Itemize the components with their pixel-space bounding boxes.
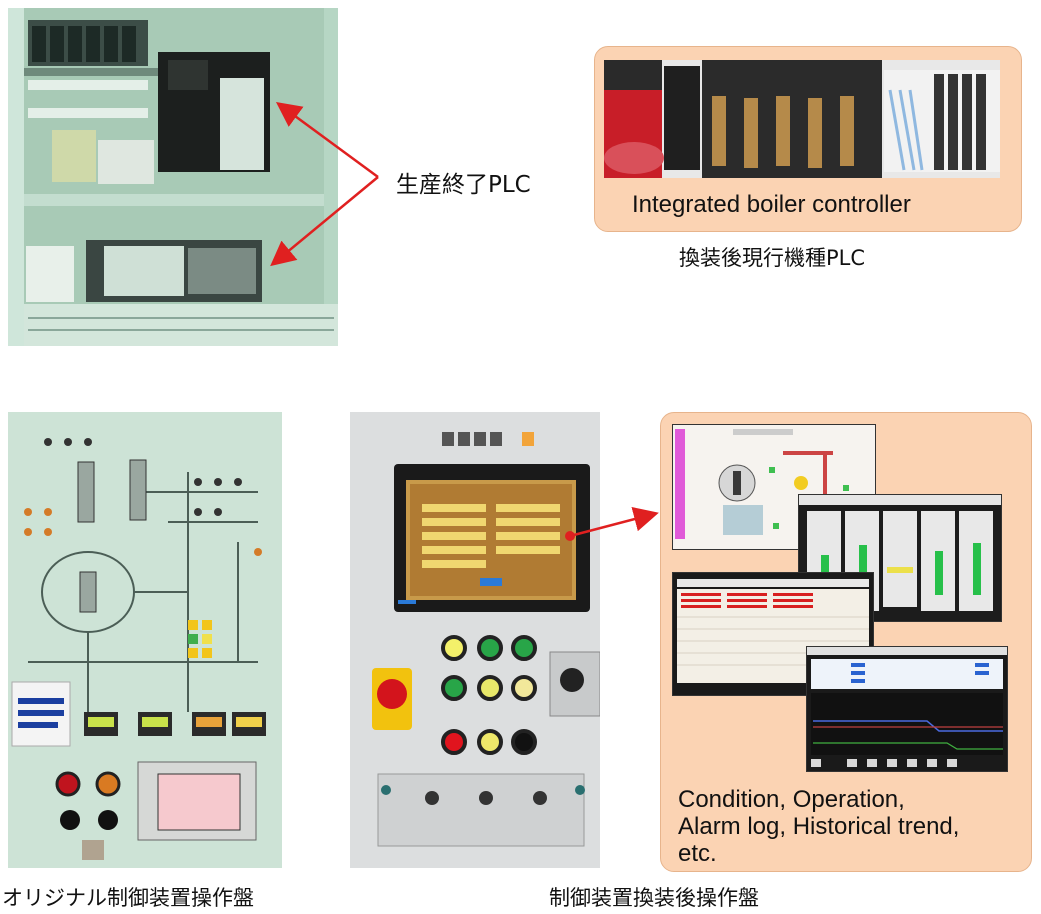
condition-screen [672, 424, 876, 550]
new-plc-photo [604, 60, 1000, 178]
new-plc-caption: 換装後現行機種PLC [679, 246, 866, 270]
hmi-to-screens-arrow [565, 506, 659, 541]
original-panel-caption: オリジナル制御装置操作盤 [2, 886, 254, 910]
original-operation-panel-photo [8, 412, 282, 868]
hmi-functions-description: Condition, Operation, Alarm log, Histori… [678, 786, 959, 867]
discontinued-plc-label: 生産終了PLC [396, 172, 531, 198]
hmi-desc-line-1: Condition, Operation, [678, 786, 905, 813]
new-panel-caption: 制御装置換装後操作盤 [549, 886, 759, 910]
callout-arrows [270, 102, 379, 267]
old-plc-cabinet-photo [8, 8, 338, 346]
historical-trend-screen [806, 646, 1008, 772]
new-operation-panel-photo [350, 412, 600, 868]
hmi-desc-line-3: etc. [678, 840, 717, 867]
integrated-boiler-controller-label: Integrated boiler controller [632, 191, 911, 218]
hmi-desc-line-2: Alarm log, Historical trend, [678, 813, 960, 840]
